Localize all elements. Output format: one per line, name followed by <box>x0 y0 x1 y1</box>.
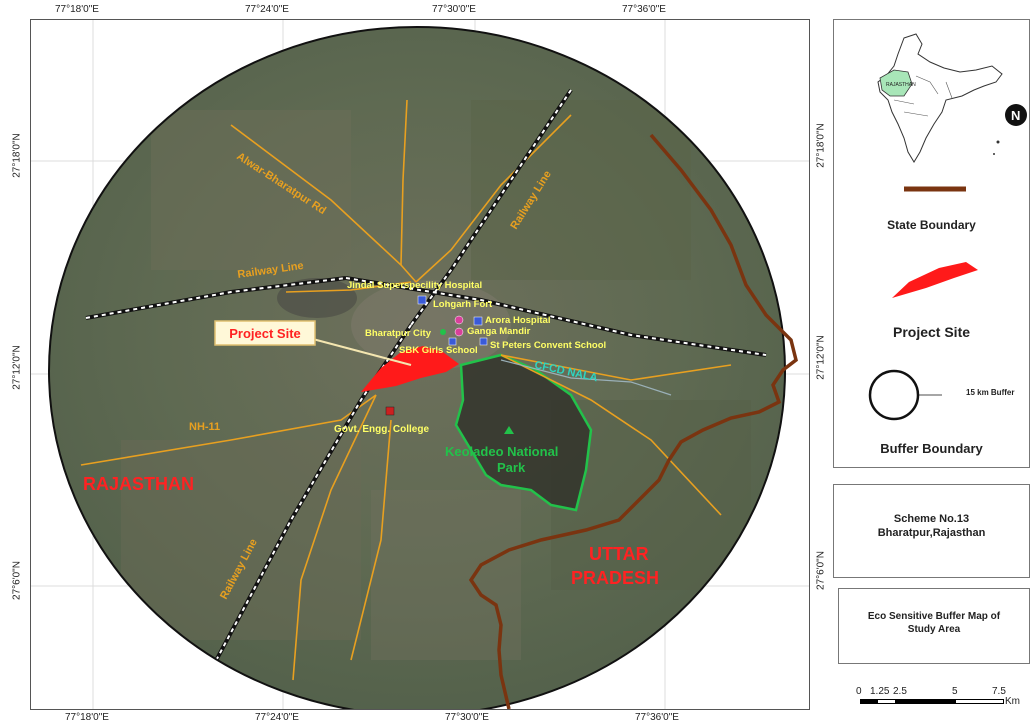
project-callout-leader <box>308 337 412 366</box>
scale-tick-0: 0 <box>856 686 862 697</box>
scale-tick-4: 7.5 <box>992 686 1006 697</box>
map-frame[interactable]: Project Site Alwar-Bharatpur Rd Railway … <box>30 19 810 710</box>
project-callout-box <box>214 320 316 346</box>
coord-top-3: 77°30'0"E <box>432 4 476 15</box>
legend-buffer-note: 15 km Buffer <box>966 388 1015 397</box>
scale-seg-2 <box>877 699 896 704</box>
school-marker-1 <box>448 337 457 346</box>
label-pradesh: PRADESH <box>571 568 659 588</box>
coord-right-1: 27°18'0"N <box>815 123 827 168</box>
label-college: Govt. Engg. College <box>334 424 429 435</box>
scheme-panel: Scheme No.13 Bharatpur,Rajasthan <box>833 484 1030 578</box>
legend-project-site-label: Project Site <box>892 324 971 340</box>
label-lohgarh: Lohgarh Fort <box>433 299 493 310</box>
cfcd-nala <box>500 359 672 396</box>
coord-right-2: 27°12'0"N <box>815 335 827 380</box>
label-arora: Arora Hospital <box>485 315 550 326</box>
scale-unit: Km <box>1005 696 1020 707</box>
buffer-circle <box>48 26 786 709</box>
road-ne <box>415 114 572 283</box>
coord-bottom-1: 77°18'0"E <box>65 712 109 723</box>
ganga-marker-2 <box>454 327 464 337</box>
coord-left-2: 27°12'0"N <box>11 345 23 390</box>
coord-left-3: 27°6'0"N <box>11 561 23 600</box>
north-arrow-icon <box>1005 104 1027 126</box>
road-n <box>400 99 408 266</box>
label-park-line2: Park <box>497 460 526 475</box>
coord-right-3: 27°6'0"N <box>815 551 827 590</box>
scale-tick-2: 2.5 <box>893 686 907 697</box>
title-panel: Eco Sensitive Buffer Map of Study Area <box>838 588 1030 664</box>
label-bharatpur-city: Bharatpur City <box>365 328 432 339</box>
scheme-line-2: Bharatpur,Rajasthan <box>877 527 986 539</box>
coord-left-1: 27°18'0"N <box>11 133 23 178</box>
coord-bottom-2: 77°24'0"E <box>255 712 299 723</box>
scale-seg-4 <box>955 699 1004 704</box>
legend-project-site-swatch <box>892 262 978 298</box>
road-sw <box>292 394 377 681</box>
label-nh11: NH-11 <box>189 421 220 433</box>
india-inset-map <box>877 33 1003 163</box>
coord-top-2: 77°24'0"E <box>245 4 289 15</box>
railway-east <box>345 276 767 357</box>
rajasthan-inset-label: RAJASTHAN <box>886 82 916 88</box>
label-sbk: SBK Girls School <box>399 345 478 356</box>
label-ganga: Ganga Mandir <box>467 326 531 337</box>
legend-graphics: RAJASTHAN N <box>868 33 1027 421</box>
scale-seg-3 <box>896 699 955 704</box>
coord-top-1: 77°18'0"E <box>55 4 99 15</box>
label-st-peters: St Peters Convent School <box>490 340 606 351</box>
road-s2 <box>350 419 392 661</box>
legend-buffer-boundary-label: Buffer Boundary <box>880 441 983 456</box>
school-marker-2 <box>479 337 488 346</box>
title-line-2: Study Area <box>907 624 961 635</box>
project-site-polygon <box>361 346 459 392</box>
bharatpur-city-marker <box>440 329 446 335</box>
state-boundary-line <box>468 133 798 709</box>
road-e <box>500 354 732 381</box>
legend-state-boundary-label: State Boundary <box>887 218 976 232</box>
keoladeo-park-area <box>456 355 591 510</box>
scale-tick-1: 1.25 <box>870 686 890 697</box>
scale-seg-1 <box>860 699 877 704</box>
railways-dash <box>85 89 767 671</box>
poi-markers <box>385 295 514 434</box>
label-jindal: Jindal Superspecility Hospital <box>347 280 482 291</box>
arora-marker <box>473 316 483 326</box>
ganga-marker <box>454 315 464 325</box>
scale-bar: 0 1.25 2.5 5 7.5 Km <box>856 686 1021 716</box>
label-rajasthan: RAJASTHAN <box>83 474 194 494</box>
coord-bottom-3: 77°30'0"E <box>445 712 489 723</box>
scheme-line-1: Scheme No.13 <box>893 513 970 525</box>
scale-tick-3: 5 <box>952 686 958 697</box>
coord-top-4: 77°36'0"E <box>622 4 666 15</box>
park-marker <box>504 426 514 434</box>
road-alwar-bharatpur <box>230 124 417 283</box>
legend-buffer-swatch <box>868 369 920 421</box>
map-canvas[interactable]: Project Site Alwar-Bharatpur Rd Railway … <box>31 20 809 709</box>
legend-panel: RAJASTHAN N State Boundary Project Site … <box>833 19 1030 468</box>
title-line-1: Eco Sensitive Buffer Map of <box>867 611 1001 622</box>
label-uttar: UTTAR <box>589 544 649 564</box>
coord-bottom-4: 77°36'0"E <box>635 712 679 723</box>
college-marker <box>385 406 395 416</box>
rajasthan-inset <box>879 69 913 97</box>
jindal-marker <box>417 295 427 305</box>
svg-text:N: N <box>1011 108 1020 123</box>
label-park-line1: Keoladeo National <box>445 444 558 459</box>
project-callout-text: Project Site <box>229 326 301 341</box>
road-se <box>500 354 722 516</box>
